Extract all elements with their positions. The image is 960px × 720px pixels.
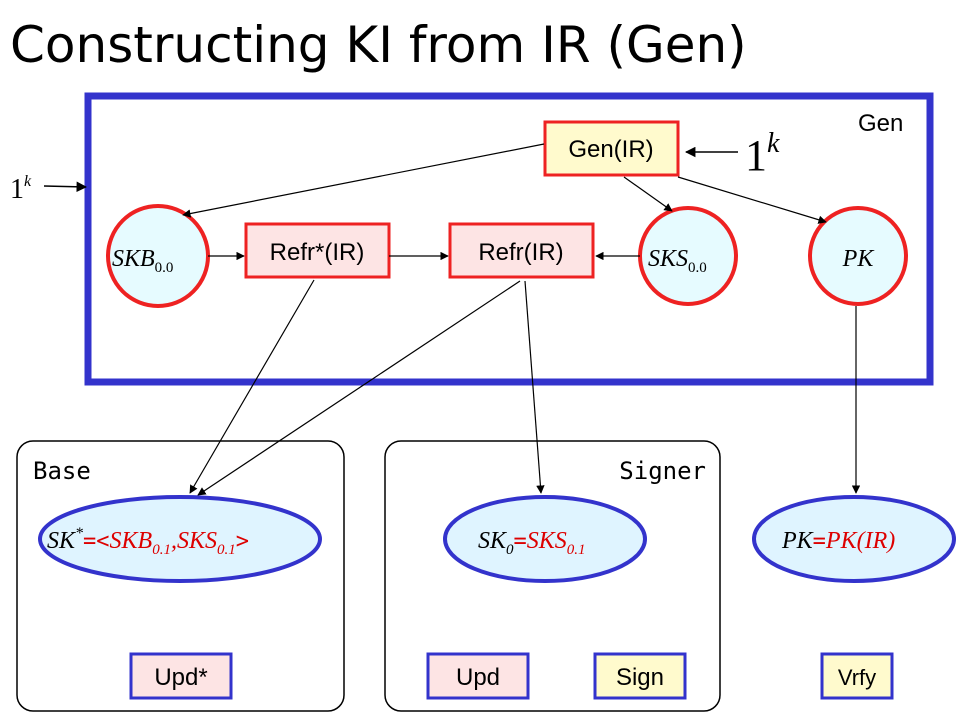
pk-label: PK [842,246,876,272]
upd-star-button[interactable]: Upd* [129,652,233,700]
signer-panel-label: Signer [619,457,706,485]
vrfy-button[interactable]: Vrfy [820,652,894,700]
signer-sk-formula: SK0=SKS0.1 [478,528,586,558]
sks-label: SKS0.0 [648,246,707,276]
signer-panel [384,440,721,712]
arrow-refr-to-base [197,280,521,496]
input-left-label: 1k [10,173,32,205]
gen-panel-label: Gen [858,110,903,137]
arrow-gen-to-skb [182,143,545,218]
gen-panel [84,92,934,386]
verifier-pk-formula: PK=PK(IR) [781,528,895,554]
refr-label: Refr(IR) [478,239,563,266]
upd-star-label: Upd* [154,664,207,691]
arrow-refr-to-signer [524,280,545,494]
upd-button[interactable]: Upd [426,652,530,700]
refr-box [448,222,595,279]
upd-label: Upd [456,664,500,691]
arrow-input-left [43,181,88,193]
signer-sk-ellipse [443,495,647,583]
arrow-gen-to-sks [623,176,673,212]
base-panel-label: Base [33,457,91,485]
sign-button[interactable]: Sign [593,652,687,700]
base-panel [16,440,345,712]
input-right-label: 1k [745,128,780,180]
sign-label: Sign [616,664,664,691]
verifier-pk-ellipse [752,495,956,583]
arrow-refrstar-to-base [189,279,315,494]
skb-label: SKB0.0 [112,246,173,276]
base-sk-formula: SK*=<SKB0.1,SKS0.1> [47,525,249,558]
refr-star-label: Refr*(IR) [270,239,365,266]
arrow-gen-to-pk [677,176,827,224]
pk-circle [808,206,908,306]
base-sk-ellipse [38,495,322,583]
vrfy-label: Vrfy [838,665,876,690]
gen-ir-label: Gen(IR) [568,136,653,163]
page-title: Constructing KI from IR (Gen) [10,16,747,74]
gen-ir-box [543,120,680,177]
refr-star-box [244,222,391,279]
